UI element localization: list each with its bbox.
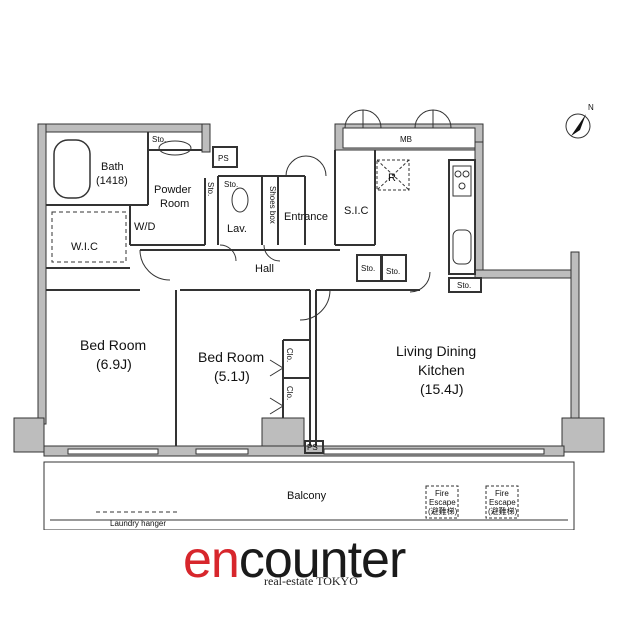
logo-counter: counter xyxy=(238,531,406,589)
bed-room-2-label: Bed Room xyxy=(198,349,264,365)
kitchen-sink xyxy=(452,229,472,265)
sto-label-powder: Sto. xyxy=(206,182,215,196)
sto-label-kitchen: Sto. xyxy=(457,281,471,290)
powder-room-label-1: Powder xyxy=(154,184,192,196)
refrigerator-box xyxy=(376,159,410,191)
brand-footer: encounter real-estate TOKYO xyxy=(0,530,639,640)
fire-escape-2-label-1: Fire xyxy=(495,489,509,498)
fire-escape-2-label-2: Escape xyxy=(489,498,516,507)
wic-label: W.I.C xyxy=(71,241,98,253)
powder-room-label-2: Room xyxy=(160,198,189,210)
entrance-label: Entrance xyxy=(284,211,328,223)
shoes-box-label: Shoes box xyxy=(268,186,277,224)
sic-label: S.I.C xyxy=(344,205,369,217)
floor-plan: N Bath (1418) Powder Room W/D W.I.C Lav.… xyxy=(13,103,605,530)
fire-escape-1-label-2: Escape xyxy=(429,498,456,507)
wd-label: W/D xyxy=(134,221,155,233)
encounter-logo[interactable]: encounter xyxy=(183,530,406,590)
ps-label-1: PS xyxy=(218,154,229,163)
bed-room-1-label: Bed Room xyxy=(80,337,146,353)
hall-label: Hall xyxy=(255,263,274,275)
bath-label: Bath xyxy=(101,161,124,173)
fire-escape-2-box xyxy=(485,485,519,519)
mb-area xyxy=(342,127,476,149)
ldk-label-1: Living Dining xyxy=(396,343,476,359)
toilet xyxy=(231,187,249,213)
ldk-label-2: Kitchen xyxy=(418,362,465,378)
fire-escape-2-label-3: (避難梯) xyxy=(488,506,518,516)
logo-en: en xyxy=(183,531,240,589)
laundry-hanger-label: Laundry hanger xyxy=(110,519,166,528)
svg-text:N: N xyxy=(588,103,594,112)
sto-label-hall-1: Sto. xyxy=(361,264,375,273)
lav-label: Lav. xyxy=(227,223,247,235)
bed-room-1-size: (6.9J) xyxy=(96,356,132,372)
bath-floor-dashed xyxy=(51,211,127,263)
clo-label-1: Clo. xyxy=(285,348,294,362)
balcony-outline xyxy=(43,461,575,530)
clo-label-2: Clo. xyxy=(285,386,294,400)
ps-label-2: PS xyxy=(307,443,318,452)
ldk-size: (15.4J) xyxy=(420,381,464,397)
r-label: R xyxy=(388,172,396,184)
windows xyxy=(67,448,545,455)
sto-label-bath: Sto. xyxy=(152,135,166,144)
north-arrow-icon: N xyxy=(565,103,594,139)
tagline: real-estate TOKYO xyxy=(264,574,358,588)
sto-label-lav: Sto. xyxy=(224,180,238,189)
stove xyxy=(452,165,472,197)
mb-label: MB xyxy=(400,135,412,144)
bathtub xyxy=(53,139,91,199)
sto-label-hall-2: Sto. xyxy=(386,267,400,276)
fire-escape-1-label-3: (避難梯) xyxy=(428,506,458,516)
fire-escape-1-label-1: Fire xyxy=(435,489,449,498)
fire-escape-1-box xyxy=(425,485,459,519)
balcony-label: Balcony xyxy=(287,490,327,502)
bed-room-2-size: (5.1J) xyxy=(214,368,250,384)
bath-size-label: (1418) xyxy=(96,175,128,187)
door-swings xyxy=(139,109,452,415)
wash-basin xyxy=(158,140,192,156)
